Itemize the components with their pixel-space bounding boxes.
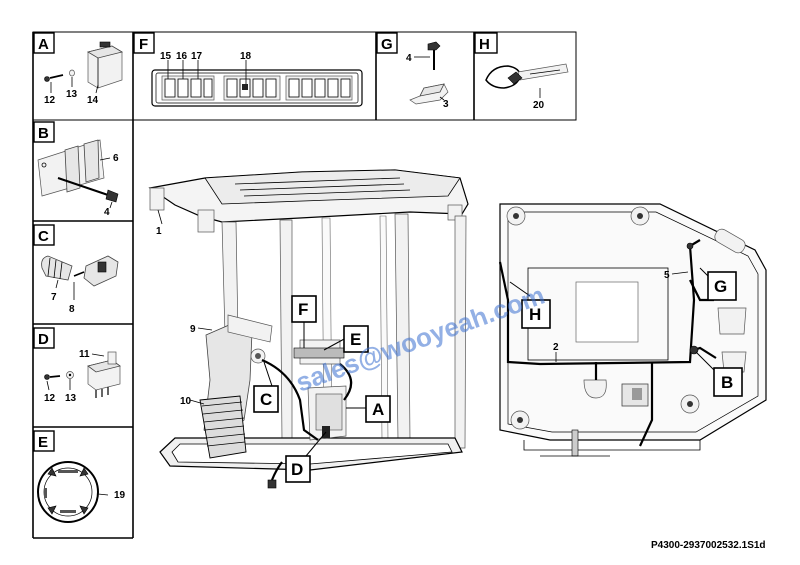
svg-text:C: C: [260, 390, 272, 409]
callout-d: D: [285, 455, 311, 483]
part-label-18: 18: [240, 51, 252, 62]
callout-g: G: [707, 271, 737, 301]
cable-tie-illustration: [485, 63, 569, 98]
panel-c-letter: C: [38, 228, 49, 245]
part-label-16: 16: [176, 51, 188, 62]
part-label-19: 19: [114, 490, 126, 501]
panel-a: A 12 13 14: [33, 32, 124, 106]
panel-b-letter: B: [38, 125, 49, 142]
part-label-20: 20: [533, 100, 545, 111]
svg-text:H: H: [529, 305, 541, 324]
panel-d: D 11 12 13: [33, 327, 121, 404]
panel-h-letter: H: [479, 36, 490, 53]
panel-c: C 7 8: [33, 224, 119, 315]
panel-e-letter: E: [38, 434, 48, 451]
part-label-3: 3: [443, 99, 449, 110]
part-label-6: 6: [113, 153, 119, 164]
document-id: P4300-2937002532.1S1d: [651, 540, 766, 551]
connector-illustration: [41, 255, 119, 300]
svg-text:F: F: [298, 300, 308, 319]
part-label-12b: 12: [44, 393, 56, 404]
callout-b: B: [713, 367, 743, 397]
panel-f-letter: F: [139, 36, 148, 53]
switch-panel-illustration: [151, 60, 363, 107]
callout-h: H: [521, 299, 551, 329]
panel-g: G 4 3: [376, 32, 449, 110]
rotary-switch-illustration: [37, 461, 109, 523]
part-label-4: 4: [104, 207, 110, 218]
bracket-illustration: [37, 139, 119, 209]
part-label-17: 17: [191, 51, 203, 62]
part-label-13: 13: [66, 89, 78, 100]
panel-grid: [32, 31, 577, 539]
screw-washer-illustration: [44, 69, 99, 94]
part-label-5: 5: [664, 270, 670, 281]
part-label-12: 12: [44, 95, 56, 106]
svg-text:E: E: [350, 330, 361, 349]
svg-text:A: A: [372, 400, 384, 419]
panel-d-letter: D: [38, 331, 49, 348]
part-label-15: 15: [160, 51, 172, 62]
part-label-11: 11: [79, 349, 90, 360]
panel-h: H 20: [474, 32, 569, 111]
part-label-9: 9: [190, 324, 196, 335]
part-label-1: 1: [156, 226, 162, 237]
svg-text:G: G: [714, 277, 727, 296]
cab-top-view: [498, 203, 767, 457]
cab-main-view: [148, 169, 469, 489]
panel-f: F: [133, 32, 363, 107]
callout-c: C: [253, 385, 279, 413]
svg-text:B: B: [721, 373, 733, 392]
callout-f: F: [291, 295, 317, 323]
panel-e: E 19: [33, 430, 126, 523]
panel-b: B 6 4: [33, 121, 119, 218]
relay-illustration: [44, 351, 121, 398]
part-label-2: 2: [553, 342, 559, 353]
part-label-8: 8: [69, 304, 75, 315]
part-label-13b: 13: [65, 393, 77, 404]
part-label-14: 14: [87, 95, 99, 106]
callout-e: E: [343, 325, 369, 353]
part-label-10: 10: [180, 396, 192, 407]
svg-text:D: D: [291, 460, 303, 479]
clip-bracket-illustration: [409, 41, 449, 105]
part-label-4b: 4: [406, 53, 412, 64]
callout-a: A: [365, 395, 391, 423]
panel-g-letter: G: [381, 36, 393, 53]
control-unit-illustration: [86, 41, 124, 89]
part-label-7: 7: [51, 292, 57, 303]
panel-a-letter: A: [38, 36, 49, 53]
